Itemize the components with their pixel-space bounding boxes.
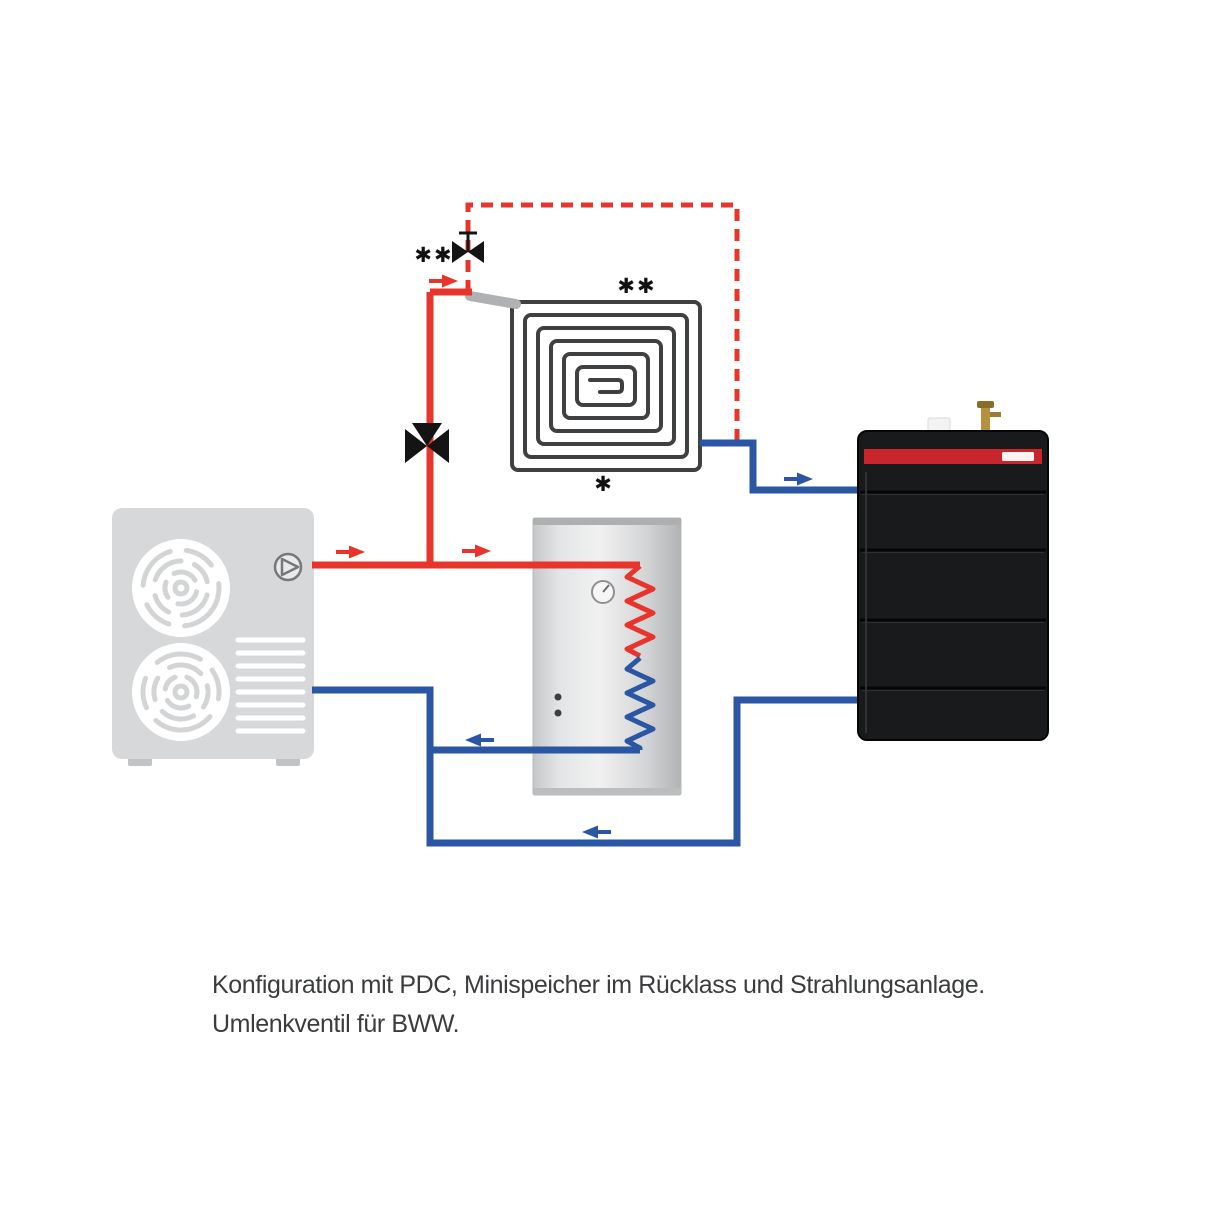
tank-fitting-dot: [554, 693, 562, 701]
marker-dhw-valve: ✱✱: [414, 243, 453, 267]
flow-arrow-return-left: [463, 731, 496, 749]
tank-bottom-edge: [533, 788, 681, 795]
shutoff-valve-icon: [452, 231, 484, 263]
fan-icon: [132, 539, 230, 637]
caption: Konfiguration mit PDC, Minispeicher im R…: [212, 966, 1052, 1044]
three-way-valve-icon: [405, 423, 449, 463]
pipe-return-main: [312, 686, 858, 847]
marker-radiant-bottom: ✱: [594, 472, 614, 496]
boiler-unit: [857, 401, 1049, 741]
tank-fitting-dot: [554, 709, 562, 717]
pump-icon: [273, 552, 303, 582]
boiler-top-valve-icon: [977, 401, 1001, 434]
boiler-body: [857, 430, 1049, 741]
flow-arrow-supply-right: [460, 542, 493, 560]
flow-arrow-supply-right: [427, 272, 460, 290]
caption-line-2: Umlenkventil für BWW.: [212, 1010, 460, 1038]
vent-grille: [235, 637, 306, 734]
flow-arrow-supply-right: [334, 543, 367, 561]
radiant-coil: [510, 300, 702, 472]
pipe-return-coil-to-boiler: [700, 439, 858, 494]
coil-inlet-stub: [465, 291, 521, 309]
boiler-band: [864, 449, 1042, 464]
fan-icon: [132, 643, 230, 741]
heat-pump-unit: [112, 508, 314, 766]
caption-line-1: Konfiguration mit PDC, Minispeicher im R…: [212, 971, 985, 999]
flow-arrow-return-right: [782, 470, 815, 488]
marker-radiant-top: ✱✱: [617, 274, 656, 298]
boiler-panel-lines: [860, 490, 1046, 691]
coil-center-hook: [588, 378, 624, 394]
flow-arrow-return-left: [580, 823, 613, 841]
tank-top-edge: [533, 518, 681, 525]
tank-coil-hot: [624, 564, 656, 659]
tank-gauge-icon: [591, 580, 615, 604]
boiler-logo: [1002, 452, 1034, 461]
tank-coil-cold: [624, 656, 656, 751]
